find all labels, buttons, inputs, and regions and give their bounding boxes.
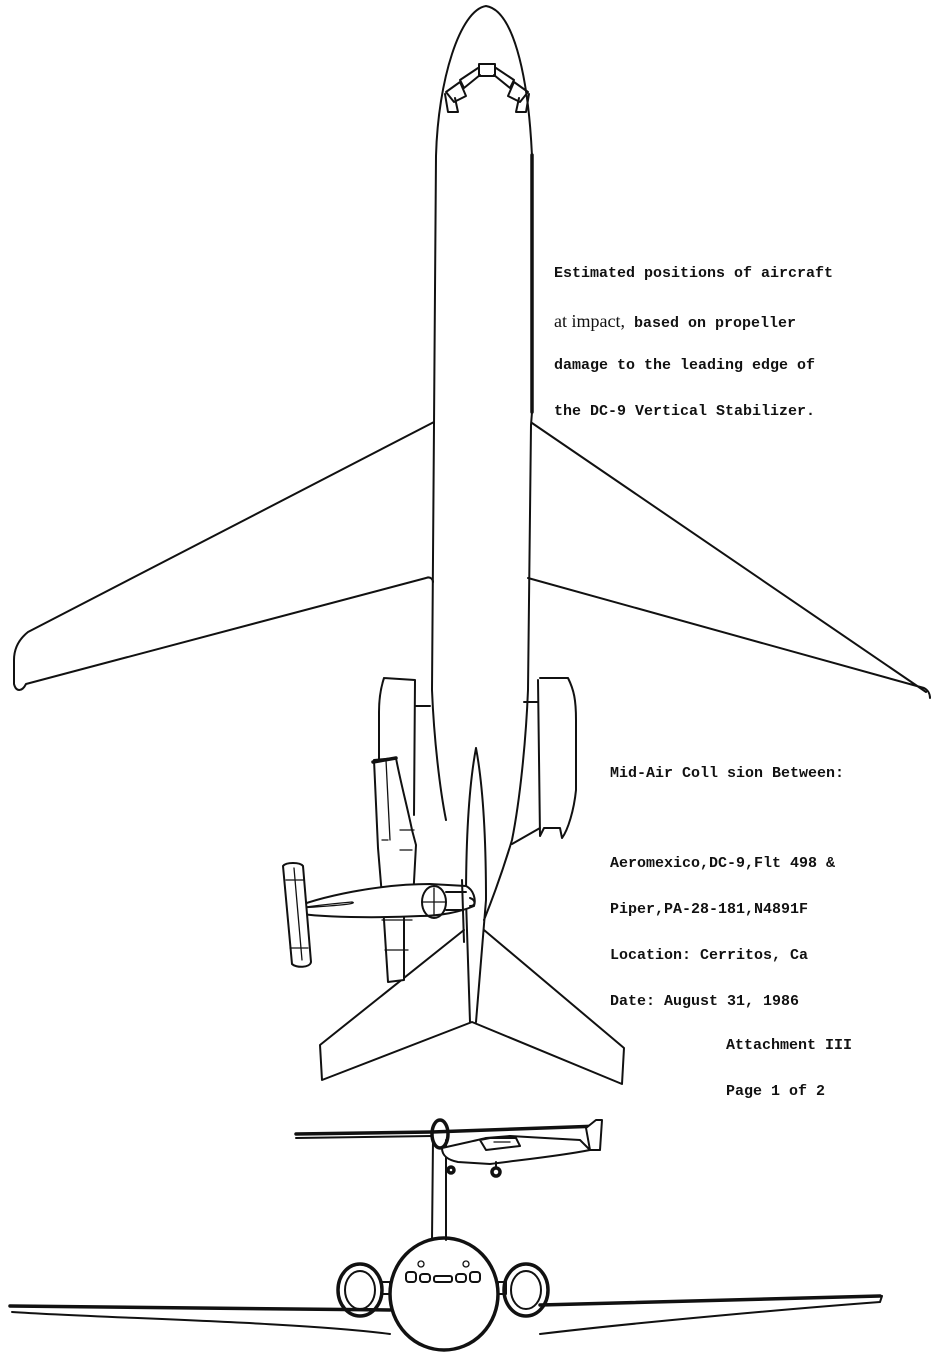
attachment-label: Attachment III Page 1 of 2 <box>726 1008 852 1115</box>
dc9-fuselage <box>431 5 533 921</box>
collision-info-aircraft-2: Piper,PA-28-181,N4891F <box>610 901 809 918</box>
collision-info: Mid-Air Coll sion Between: Aeromexico,DC… <box>610 736 844 1025</box>
dc9-front-right-engine <box>497 1262 550 1318</box>
dc9-front-fuselage <box>388 1236 500 1352</box>
dc9-cockpit-windows <box>444 63 530 113</box>
dc9-top-view <box>13 5 931 1085</box>
impact-note: Estimated positions of aircraft at impac… <box>554 236 833 435</box>
pa28-propeller <box>461 879 465 943</box>
dc9-horizontal-stabilizer <box>319 929 625 1085</box>
attachment-title: Attachment III <box>726 1037 853 1054</box>
attachment-page: Page 1 of 2 <box>726 1083 826 1100</box>
collision-info-location: Location: Cerritos, Ca <box>610 947 809 964</box>
impact-note-line-4: the DC-9 Vertical Stabilizer. <box>554 403 816 420</box>
pa28-wing <box>373 757 417 983</box>
dc9-front-view <box>8 1139 883 1352</box>
dc9-right-wing <box>527 422 931 699</box>
impact-note-line-2: at impact, based on propeller <box>554 311 797 332</box>
pa28-side-fuselage <box>441 1135 591 1165</box>
dc9-left-engine <box>378 677 431 816</box>
pa28-side-view <box>294 1118 603 1178</box>
dc9-front-left-engine <box>336 1262 391 1318</box>
pa28-side-tail <box>585 1119 603 1151</box>
pa28-horizontal-tail <box>282 862 312 968</box>
dc9-left-wing <box>13 421 435 691</box>
dc9-vertical-stabilizer <box>465 747 487 1023</box>
collision-info-heading: Mid-Air Coll sion Between: <box>610 765 845 782</box>
impact-note-line-1: Estimated positions of aircraft <box>554 265 834 282</box>
dc9-front-wing <box>8 1294 882 1312</box>
dc9-front-windows <box>405 1260 481 1283</box>
collision-info-date: Date: August 31, 1986 <box>610 993 800 1010</box>
dc9-right-engine <box>511 677 577 845</box>
pa28-top-view <box>282 756 476 983</box>
collision-info-aircraft-1: Aeromexico,DC-9,Flt 498 & <box>610 855 836 872</box>
impact-note-line-3: damage to the leading edge of <box>554 357 816 374</box>
